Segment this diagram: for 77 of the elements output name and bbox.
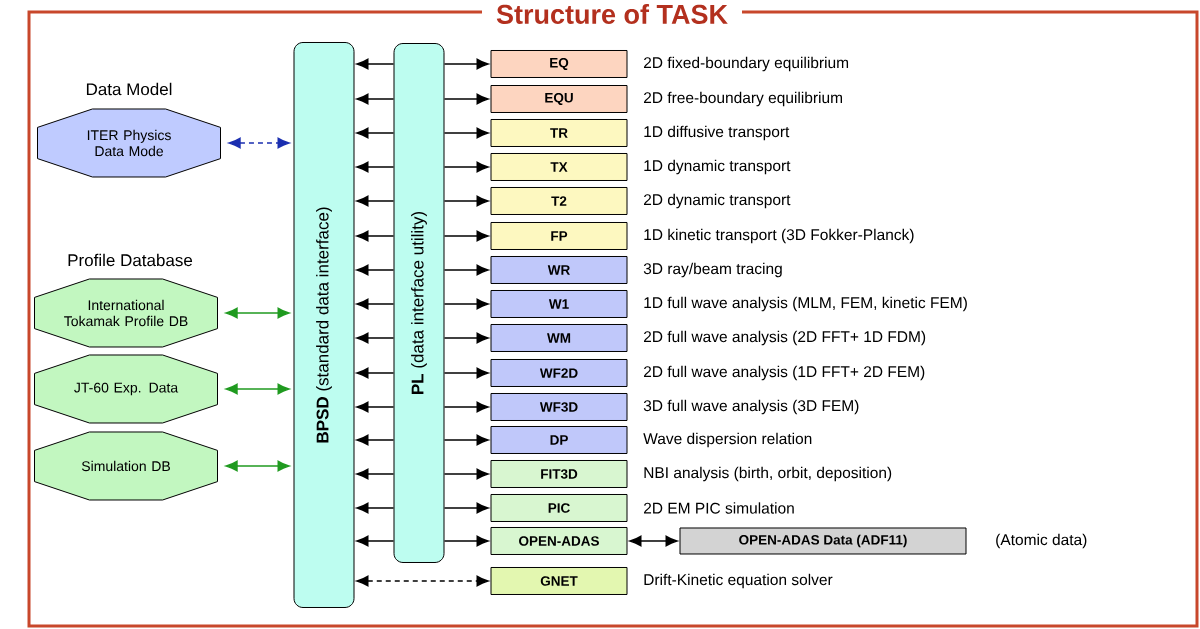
arrow (356, 401, 395, 413)
arrow (356, 230, 395, 242)
module-box: T2 (490, 187, 628, 215)
description-text: 3D full wave analysis (3D FEM) (643, 399, 859, 415)
database-octagon: JT-60 Exp. Data (34, 354, 218, 424)
arrow (443, 535, 489, 547)
description-text: 2D EM PIC simulation (644, 502, 794, 514)
arrow (228, 137, 290, 149)
description-text: Wave dispersion relation (643, 432, 812, 448)
arrow (356, 468, 395, 480)
arrow (356, 535, 395, 547)
description-text: 2D full wave analysis (1D FFT+ 2D FEM) (644, 365, 925, 381)
module-box: WF2D (490, 359, 628, 387)
arrow (356, 127, 395, 139)
arrow (443, 230, 489, 242)
title: Structure of TASK (482, 3, 742, 25)
arrow (443, 93, 489, 105)
group-heading: Data Model (86, 82, 172, 96)
module-box: TR (490, 119, 628, 147)
arrow (443, 332, 489, 344)
interface-bar: BPSD (standard data interface) (293, 42, 355, 608)
module-box: WF3D (490, 393, 628, 421)
module-box: DP (490, 426, 628, 454)
arrow (356, 502, 395, 514)
description-text: 1D dynamic transport (644, 159, 791, 175)
module-box: WR (490, 256, 628, 284)
module-box: WM (490, 324, 628, 352)
database-octagon: ITER Physics Data Mode (37, 108, 221, 178)
arrow (629, 535, 678, 547)
interface-bar: PL (data interface utility) (393, 43, 445, 563)
arrow (356, 332, 395, 344)
module-box: GNET (490, 567, 628, 595)
module-box: W1 (490, 290, 628, 318)
arrow (356, 298, 395, 310)
description-text: 1D kinetic transport (3D Fokker-Planck) (644, 228, 914, 244)
database-octagon: International Tokamak Profile DB (34, 278, 218, 348)
module-box: FP (490, 222, 628, 250)
module-box: EQ (490, 50, 628, 78)
arrow (443, 195, 489, 207)
module-box: EQU (490, 85, 628, 113)
description-text: 1D full wave analysis (MLM, FEM, kinetic FEM) (644, 296, 967, 312)
arrow (356, 434, 395, 446)
arrow (225, 307, 290, 319)
arrow (443, 264, 489, 276)
arrow (356, 575, 489, 587)
arrow (443, 298, 489, 310)
arrow (356, 195, 395, 207)
database-octagon: Simulation DB (34, 431, 218, 501)
arrow (356, 264, 395, 276)
description-text: 1D diffusive transport (644, 125, 790, 141)
arrow (356, 58, 395, 70)
arrow (443, 58, 489, 70)
arrow (356, 161, 395, 173)
arrow (443, 401, 489, 413)
description-text: 2D dynamic transport (644, 193, 791, 209)
module-box: PIC (490, 494, 628, 522)
arrow (225, 460, 290, 472)
arrow (443, 468, 489, 480)
arrow (443, 434, 489, 446)
arrow (356, 367, 395, 379)
description-text: NBI analysis (birth, orbit, deposition) (644, 466, 892, 482)
module-box: OPEN-ADAS Data (ADF11) (679, 527, 967, 555)
description-text: 2D fixed-boundary equilibrium (644, 56, 849, 72)
description-text: (Atomic data) (996, 533, 1087, 549)
description-text: 2D free-boundary equilibrium (644, 91, 842, 107)
arrow (225, 383, 290, 395)
arrow (356, 93, 395, 105)
module-box: OPEN-ADAS (490, 527, 628, 555)
arrow (443, 161, 489, 173)
arrow (443, 367, 489, 379)
description-text: 3D ray/beam tracing (643, 262, 782, 278)
description-text: 2D full wave analysis (2D FFT+ 1D FDM) (644, 330, 926, 346)
description-text: Drift-Kinetic equation solver (644, 573, 833, 589)
module-box: TX (490, 153, 628, 181)
module-box: FIT3D (490, 460, 628, 488)
arrow (443, 127, 489, 139)
arrow (443, 502, 489, 514)
